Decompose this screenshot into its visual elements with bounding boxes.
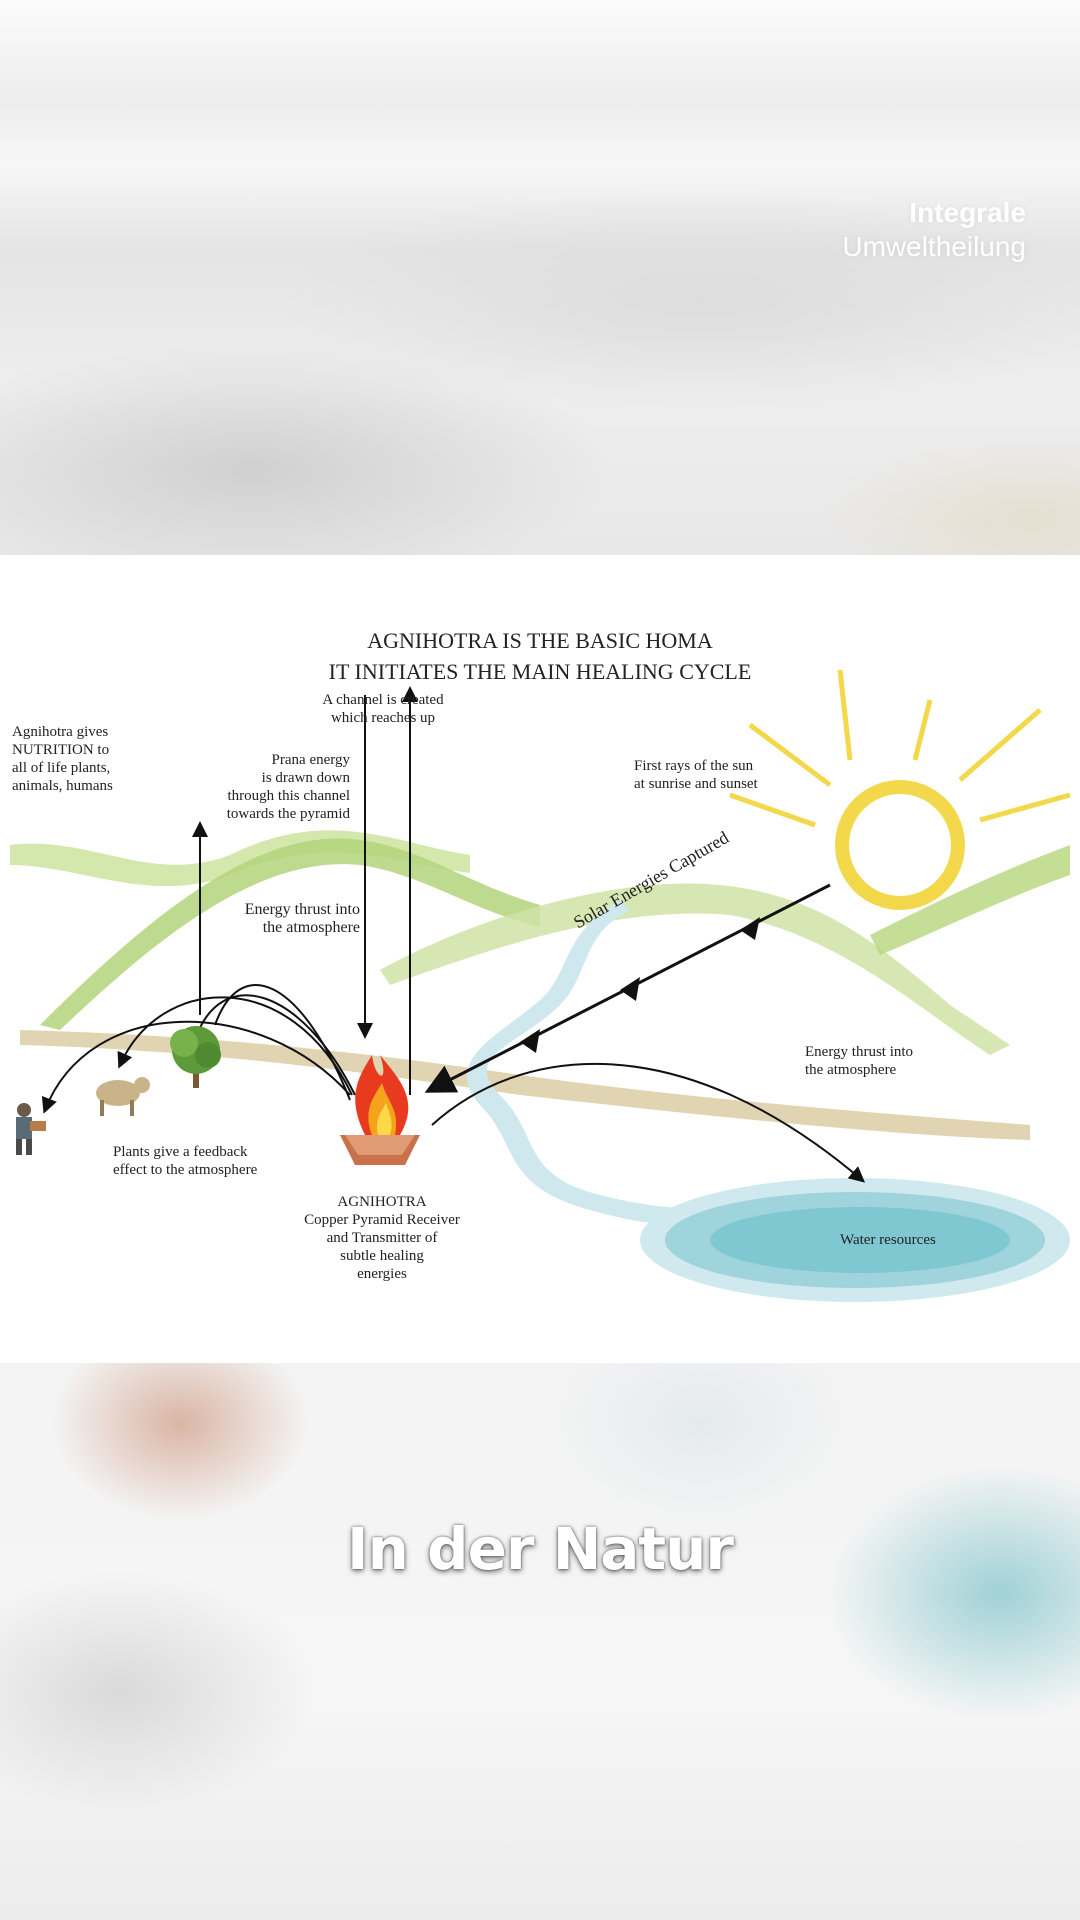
channel-note-line: A channel is created: [322, 692, 444, 708]
nutrition-note-line: all of life plants,: [12, 760, 111, 776]
energy-thrust-right-line: Energy thrust into: [805, 1044, 914, 1060]
energy-thrust-right-line: the atmosphere: [805, 1062, 897, 1078]
prana-note-line: towards the pyramid: [226, 806, 350, 822]
brand-logo: Integrale Umweltheilung: [842, 196, 1026, 264]
energy-thrust-left: Energy thrust into the atmosphere: [205, 901, 360, 937]
cow-icon: [96, 1077, 150, 1116]
video-caption: In der Natur: [346, 1515, 734, 1583]
agnihotra-label-line: AGNIHOTRA: [337, 1194, 427, 1210]
brand-name-line1: Integrale: [909, 197, 1026, 228]
person-icon: [16, 1103, 46, 1155]
diagram-title-line1: AGNIHOTRA IS THE BASIC HOMA: [367, 628, 713, 653]
agnihotra-label-line: and Transmitter of: [326, 1230, 438, 1246]
nutrition-note-line: NUTRITION to: [12, 742, 110, 758]
nutrition-note: Agnihotra gives NUTRITION to all of life…: [12, 723, 113, 795]
ground-band: [20, 1030, 1030, 1140]
river: [466, 900, 760, 1226]
diagram-title-line2: IT INITIATES THE MAIN HEALING CYCLE: [328, 659, 752, 684]
brand-name-line2: Umweltheilung: [842, 231, 1026, 262]
prana-note-line: Prana energy: [271, 752, 350, 768]
channel-note-line: which reaches up: [330, 710, 436, 726]
top-blurred-background: Integrale Umweltheilung: [0, 0, 1080, 555]
agnihotra-label-line: subtle healing: [340, 1248, 424, 1264]
nutrition-note-line: animals, humans: [12, 778, 113, 794]
energy-thrust-left-line: the atmosphere: [262, 919, 360, 936]
nutrition-note-line: Agnihotra gives: [12, 724, 109, 740]
plants-note-line: Plants give a feedback: [113, 1144, 248, 1160]
bottom-blurred-background: In der Natur: [0, 1363, 1080, 1920]
plants-note: Plants give a feedback effect to the atm…: [113, 1143, 257, 1179]
agnihotra-label-line: Copper Pyramid Receiver: [304, 1212, 460, 1228]
sun-note-line: at sunrise and sunset: [634, 776, 758, 792]
tree-icon: [170, 1026, 221, 1088]
sun-note: First rays of the sun at sunrise and sun…: [634, 757, 758, 793]
water-resources-label: Water resources: [840, 1232, 936, 1248]
hill-mid: [40, 838, 540, 1030]
prana-note-line: through this channel: [227, 788, 350, 804]
fire-pyramid-icon: [340, 1055, 420, 1165]
plants-note-line: effect to the atmosphere: [113, 1162, 258, 1178]
prana-note: Prana energy is drawn down through this …: [190, 751, 350, 823]
agnihotra-label-line: energies: [357, 1266, 407, 1282]
agnihotra-diagram: AGNIHOTRA IS THE BASIC HOMA IT INITIATES…: [0, 555, 1080, 1363]
hill-right: [380, 883, 1010, 1055]
energy-thrust-right: Energy thrust into the atmosphere: [805, 1043, 913, 1079]
agnihotra-label: AGNIHOTRA Copper Pyramid Receiver and Tr…: [272, 1193, 492, 1283]
hill-far-right: [870, 845, 1070, 955]
diagram-title: AGNIHOTRA IS THE BASIC HOMA IT INITIATES…: [0, 625, 1080, 687]
diagram-artwork: [10, 669, 1071, 1302]
prana-note-line: is drawn down: [261, 770, 350, 786]
sun-note-line: First rays of the sun: [634, 758, 754, 774]
channel-note: A channel is created which reaches up: [298, 691, 468, 727]
energy-thrust-left-line: Energy thrust into: [244, 901, 360, 918]
sun-icon: [729, 669, 1071, 910]
